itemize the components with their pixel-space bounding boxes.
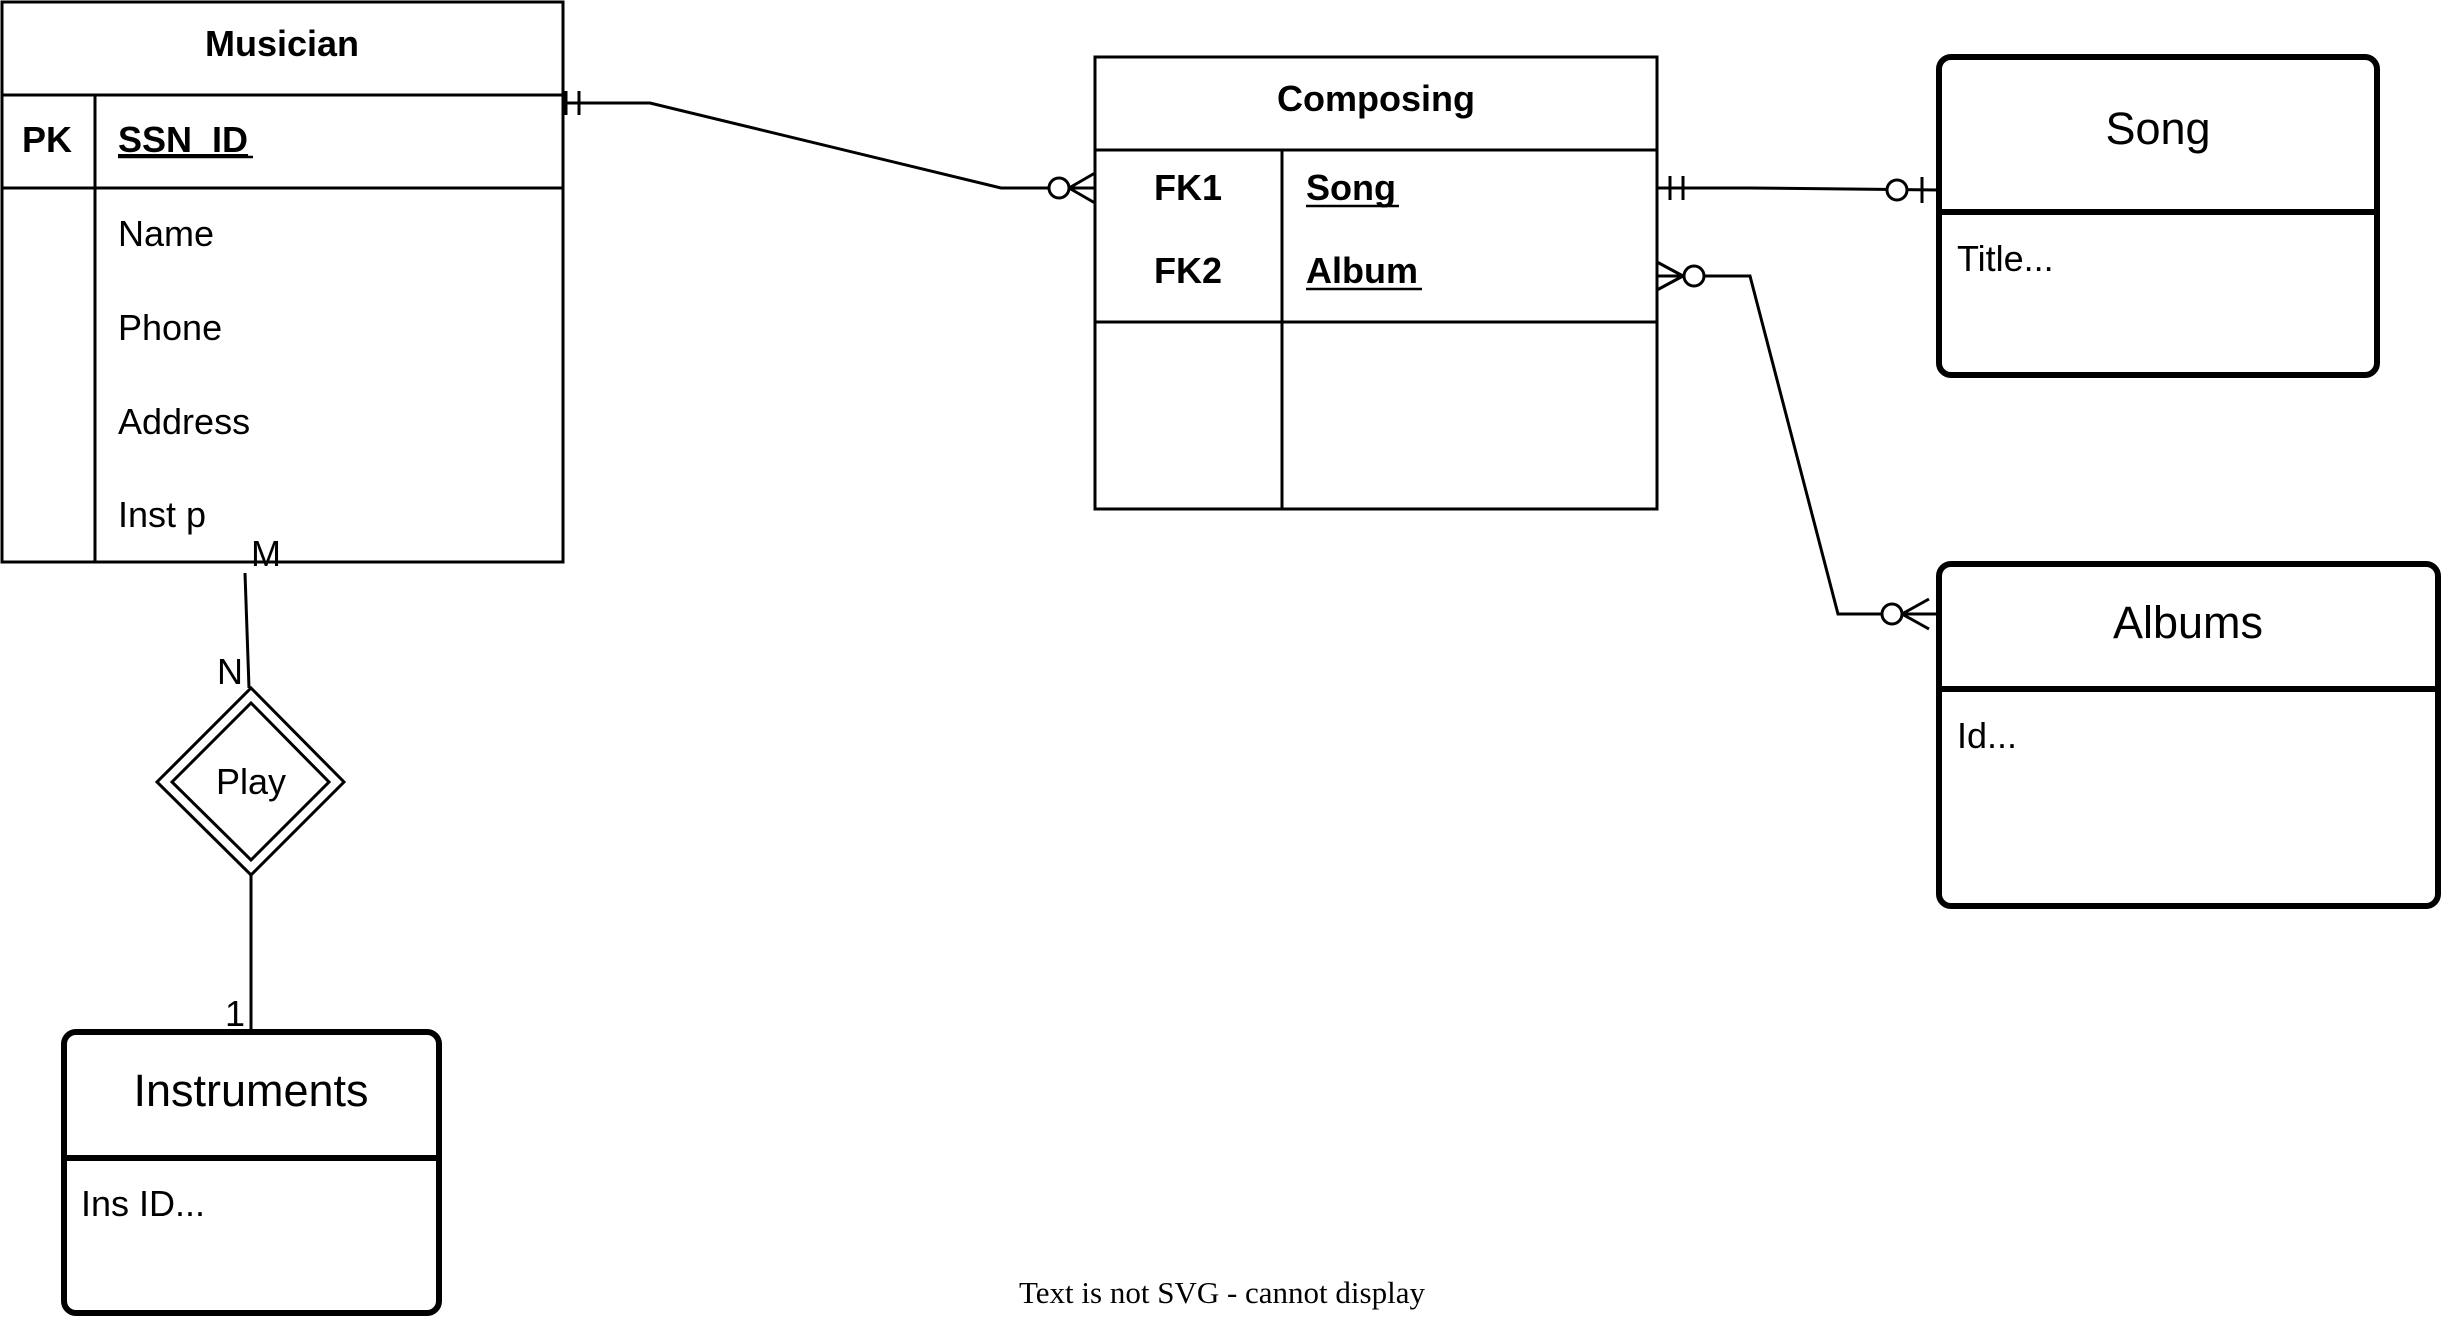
instruments-title: Instruments (133, 1065, 368, 1116)
optional-circle (1880, 602, 1904, 626)
connector-composing-song (1657, 176, 1940, 203)
albums-body: Id... (1957, 715, 2017, 756)
musician-pk-field: SSN_ID (118, 119, 248, 160)
instruments-entity[interactable]: Instruments Ins ID... (61, 1029, 442, 1316)
song-entity[interactable]: Song Title... (1936, 54, 2380, 378)
optional-circle (1885, 178, 1909, 202)
cardinality-n: N (217, 651, 243, 692)
musician-field-name: Name (118, 213, 214, 254)
musician-field-inst: Inst p (118, 494, 206, 535)
musician-field-address: Address (118, 401, 250, 442)
play-relationship[interactable]: Play (154, 685, 347, 878)
optional-circle (1682, 264, 1706, 288)
musician-title: Musician (205, 23, 359, 64)
cardinality-1: 1 (225, 993, 245, 1034)
instruments-body: Ins ID... (81, 1183, 205, 1224)
composing-fk2-field: Album (1306, 250, 1418, 291)
connector-musician-play (243, 572, 251, 689)
connector-composing-albums (1656, 260, 1939, 631)
play-label: Play (216, 761, 286, 802)
connector-musician-composing (563, 91, 1096, 205)
composing-fk1-field: Song (1306, 167, 1396, 208)
musician-table[interactable]: Musician PK SSN_ID Name Phone Address In… (0, 0, 565, 564)
cardinality-m: M (251, 533, 281, 574)
song-body: Title... (1957, 238, 2054, 279)
composing-table[interactable]: Composing FK1 Song FK2 Album (1093, 55, 1659, 511)
musician-field-phone: Phone (118, 307, 222, 348)
composing-fk2-key: FK2 (1154, 250, 1222, 291)
albums-title: Albums (2113, 597, 2263, 648)
musician-pk-key: PK (22, 119, 72, 160)
composing-title: Composing (1277, 78, 1475, 119)
song-title: Song (2105, 103, 2210, 154)
composing-fk1-key: FK1 (1154, 167, 1222, 208)
svg-fallback-text: Text is not SVG - cannot display (1019, 1275, 1425, 1310)
albums-entity[interactable]: Albums Id... (1936, 561, 2441, 909)
optional-circle (1047, 176, 1071, 200)
